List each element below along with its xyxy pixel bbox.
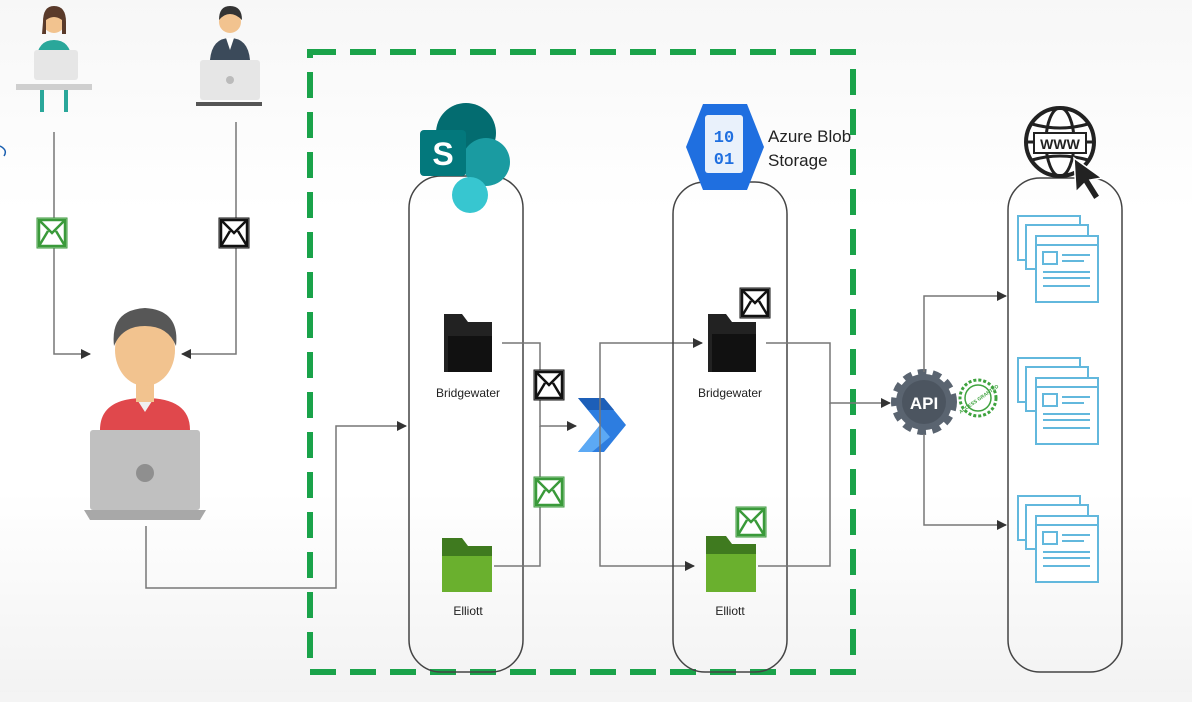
- access-granted-stamp-icon: ACCESS GRANTED: [958, 378, 1000, 418]
- folder-bridgewater-icon: [708, 314, 756, 372]
- folder-bridgewater-icon: [444, 314, 492, 372]
- cloud-boundary: [307, 49, 856, 675]
- webpage-icon: [1017, 495, 1099, 583]
- svg-text:10: 10: [714, 129, 734, 148]
- connector-line: [145, 421, 407, 589]
- svg-text:API: API: [910, 394, 938, 413]
- sharepoint-logo-icon: S: [420, 103, 510, 213]
- sharepoint-folder-label: Bridgewater: [436, 386, 500, 400]
- connector-line: [181, 122, 237, 359]
- connector-line: [599, 338, 703, 426]
- www-globe-icon: WWW: [1024, 106, 1104, 202]
- connector-line: [923, 434, 1007, 530]
- folder-elliott-icon: [442, 538, 492, 592]
- azure-blob-container: [672, 181, 788, 673]
- female-user-icon: [16, 6, 92, 112]
- connector-line: [758, 403, 831, 567]
- azure-blob-storage-icon: 10 01: [686, 104, 764, 190]
- folder-elliott-icon: [706, 536, 756, 592]
- svg-text:WWW: WWW: [1040, 136, 1080, 152]
- sharepoint-folder-label: Elliott: [453, 604, 483, 618]
- blob-folder-label: Elliott: [715, 604, 745, 618]
- azure-blob-label: Azure Blob: [768, 127, 851, 146]
- svg-text:01: 01: [714, 151, 734, 170]
- blob-folder-label: Bridgewater: [698, 386, 762, 400]
- mail-icon: [532, 475, 566, 509]
- mail-icon: [532, 368, 566, 402]
- mail-icon: [217, 216, 251, 250]
- webpage-icon: [1017, 215, 1099, 303]
- mail-icon: [738, 286, 772, 320]
- mail-icon: [35, 216, 69, 250]
- analyst-with-laptop-icon: [84, 308, 206, 520]
- webpage-icon: [1017, 357, 1099, 445]
- sharepoint-container: [408, 175, 524, 673]
- connector-line: [923, 291, 1007, 372]
- connector-line: [494, 426, 541, 567]
- azure-blob-label: Storage: [768, 151, 828, 170]
- api-gear-icon: API: [891, 369, 957, 435]
- connector-line: [766, 342, 891, 408]
- power-automate-icon: [578, 398, 626, 452]
- mail-icon: [734, 505, 768, 539]
- male-user-icon: [196, 6, 262, 106]
- connector-line: [599, 426, 695, 571]
- connector-line: [53, 132, 91, 359]
- svg-text:S: S: [432, 136, 453, 172]
- web-container: [1007, 177, 1123, 673]
